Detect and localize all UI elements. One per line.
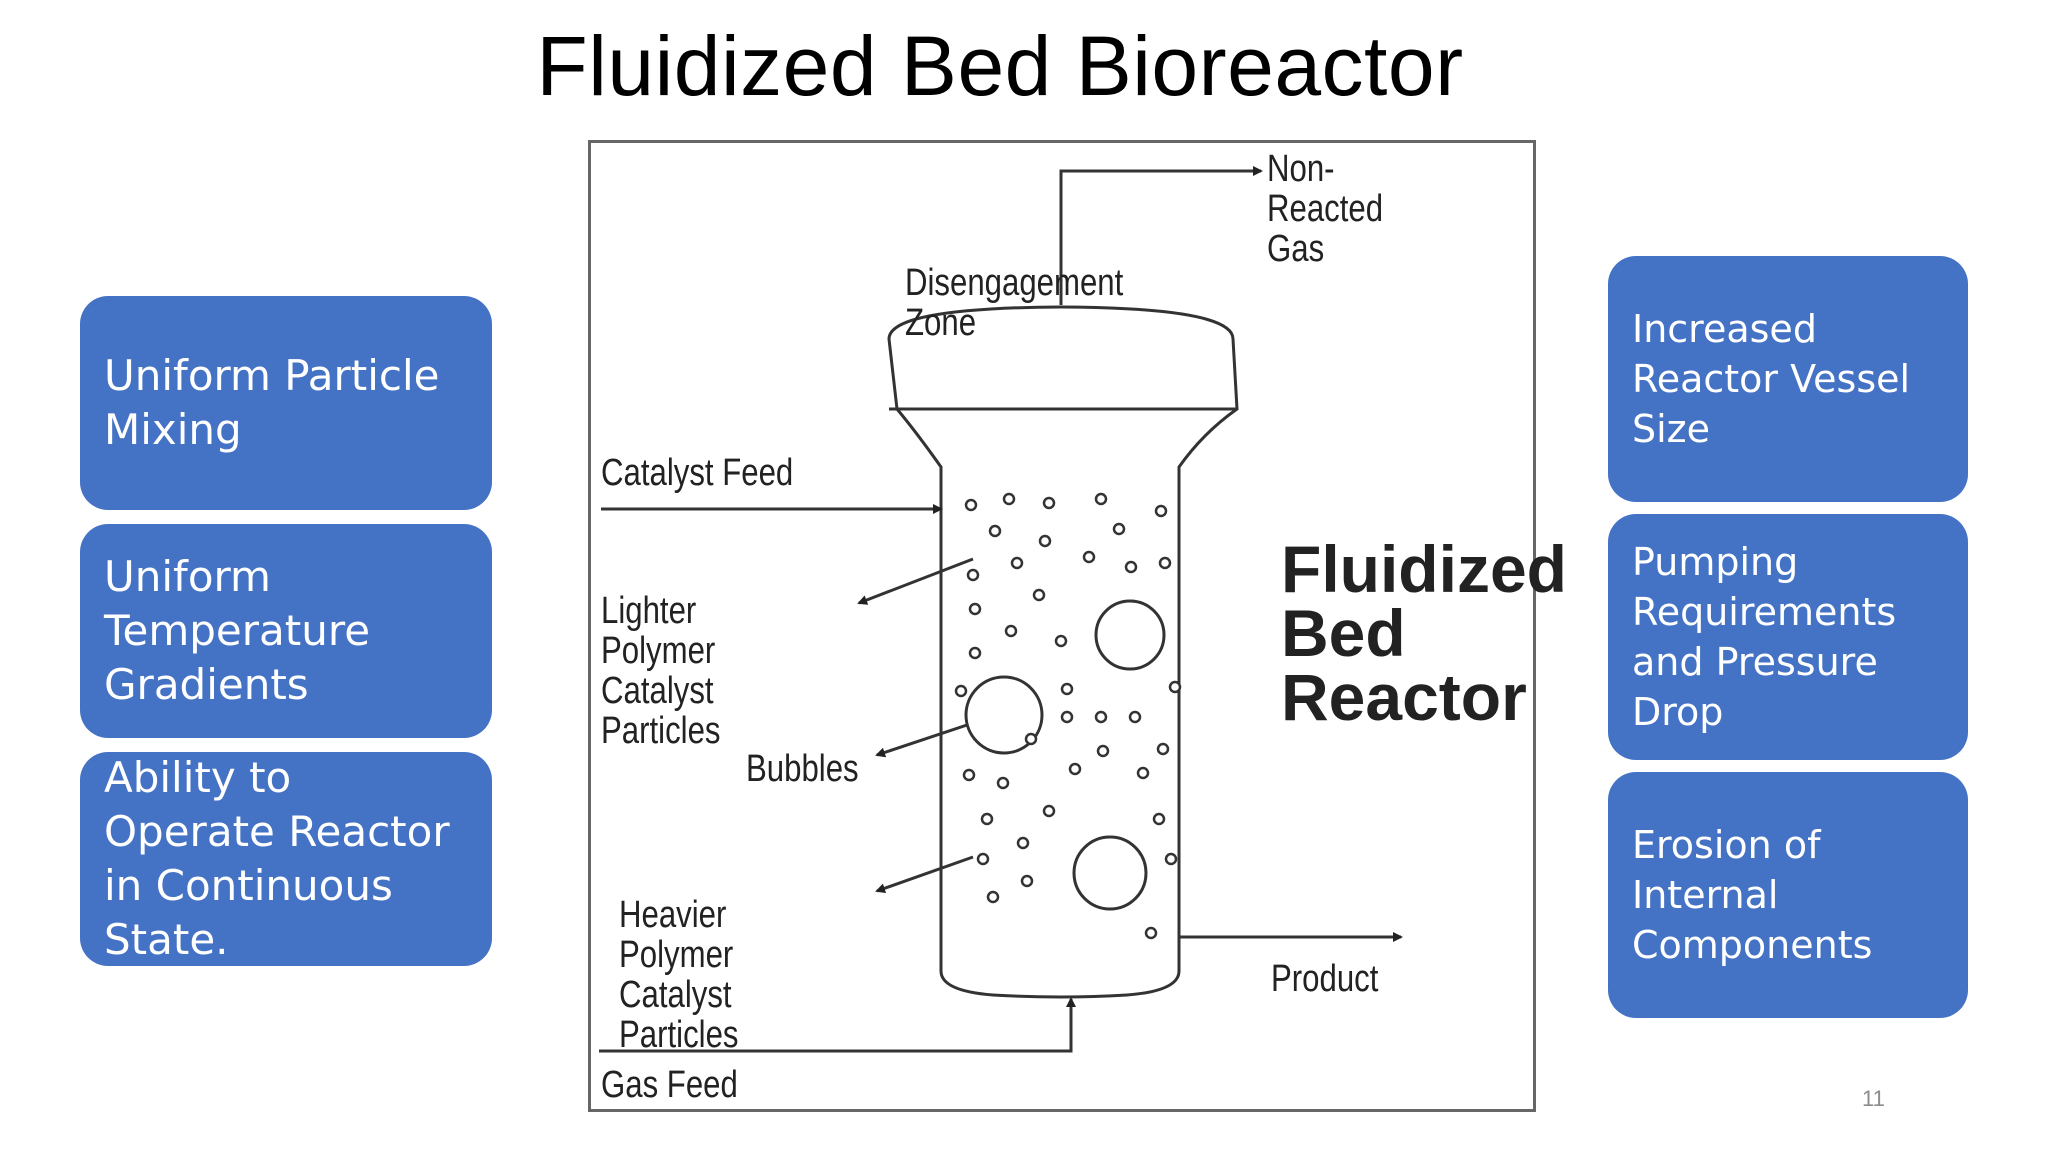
bubble-large [964, 675, 1044, 755]
disadvantage-text: Pumping Requirements and Pressure Drop [1632, 540, 1897, 734]
slide-title: Fluidized Bed Bioreactor [536, 19, 1464, 113]
label-disengagement-zone: Disengagement Zone [905, 262, 1124, 344]
page-number: 11 [1862, 1086, 1885, 1111]
label-non-reacted-gas: Non-Reacted Gas [1267, 148, 1384, 270]
particle [954, 684, 968, 698]
advantage-text: Ability to Operate Reactor in Continuous… [104, 753, 450, 964]
particle [1082, 550, 1096, 564]
reactor-drawing [599, 166, 1403, 1053]
particle [1156, 742, 1170, 756]
reactor-diagram: Non-Reacted Gas Disengagement Zone Catal… [588, 140, 1567, 1112]
label-bubbles: Bubbles [746, 748, 859, 790]
particle [996, 776, 1010, 790]
particle [1016, 836, 1030, 850]
particle [1032, 588, 1046, 602]
label-heavier-particles: Heavier Polymer Catalyst Particles [619, 894, 739, 1056]
particle [968, 602, 982, 616]
particle [1168, 680, 1182, 694]
particle [1144, 926, 1158, 940]
particle [1124, 560, 1138, 574]
particle [1060, 710, 1074, 724]
particle [966, 568, 980, 582]
particle [1154, 504, 1168, 518]
outlet-pipe [1059, 166, 1263, 305]
advantage-box-continuous: Ability to Operate Reactor in Continuous… [80, 752, 492, 966]
particle [976, 852, 990, 866]
disadvantage-text: Increased Reactor Vessel Size [1632, 307, 1911, 451]
advantage-text: Uniform Particle Mixing [104, 351, 440, 454]
particle [1136, 766, 1150, 780]
particle [964, 498, 978, 512]
particle [988, 524, 1002, 538]
label-catalyst-feed: Catalyst Feed [601, 452, 794, 494]
bubble-large [1094, 599, 1166, 671]
particle [1068, 762, 1082, 776]
particle [1060, 682, 1074, 696]
particle [1024, 732, 1038, 746]
disadvantage-text: Erosion of Internal Components [1632, 823, 1873, 967]
bubble-large [1072, 835, 1148, 911]
particle [1020, 874, 1034, 888]
advantage-box-mixing: Uniform Particle Mixing [80, 296, 492, 510]
disadvantage-box-erosion: Erosion of Internal Components [1608, 772, 1968, 1018]
particle [986, 890, 1000, 904]
advantage-box-temperature: Uniform Temperature Gradients [80, 524, 492, 738]
particle [980, 812, 994, 826]
pointer-heavier [875, 855, 974, 894]
particle [1002, 492, 1016, 506]
vessel-outline [887, 305, 1239, 999]
particle [1096, 744, 1110, 758]
particle [1042, 496, 1056, 510]
disadvantage-box-vessel-size: Increased Reactor Vessel Size [1608, 256, 1968, 502]
particle [1112, 522, 1126, 536]
disadvantage-box-pumping: Pumping Requirements and Pressure Drop [1608, 514, 1968, 760]
label-gas-feed: Gas Feed [601, 1064, 738, 1106]
particle [968, 646, 982, 660]
particle [1042, 804, 1056, 818]
label-reactor-name: Fluidized Bed Reactor [1281, 532, 1567, 734]
advantage-text: Uniform Temperature Gradients [104, 552, 371, 709]
particle [1094, 710, 1108, 724]
particle [1038, 534, 1052, 548]
particle [1158, 556, 1172, 570]
particle [962, 768, 976, 782]
particle [1128, 710, 1142, 724]
pointer-lighter [857, 557, 974, 605]
particle [1004, 624, 1018, 638]
gas-feed-line [599, 997, 1076, 1053]
particle [1152, 812, 1166, 826]
label-lighter-particles: Lighter Polymer Catalyst Particles [601, 590, 721, 752]
particle [1164, 852, 1178, 866]
particle [1094, 492, 1108, 506]
particle [1054, 634, 1068, 648]
label-product: Product [1271, 958, 1379, 1000]
particle [1010, 556, 1024, 570]
pointer-bubbles [875, 719, 980, 758]
